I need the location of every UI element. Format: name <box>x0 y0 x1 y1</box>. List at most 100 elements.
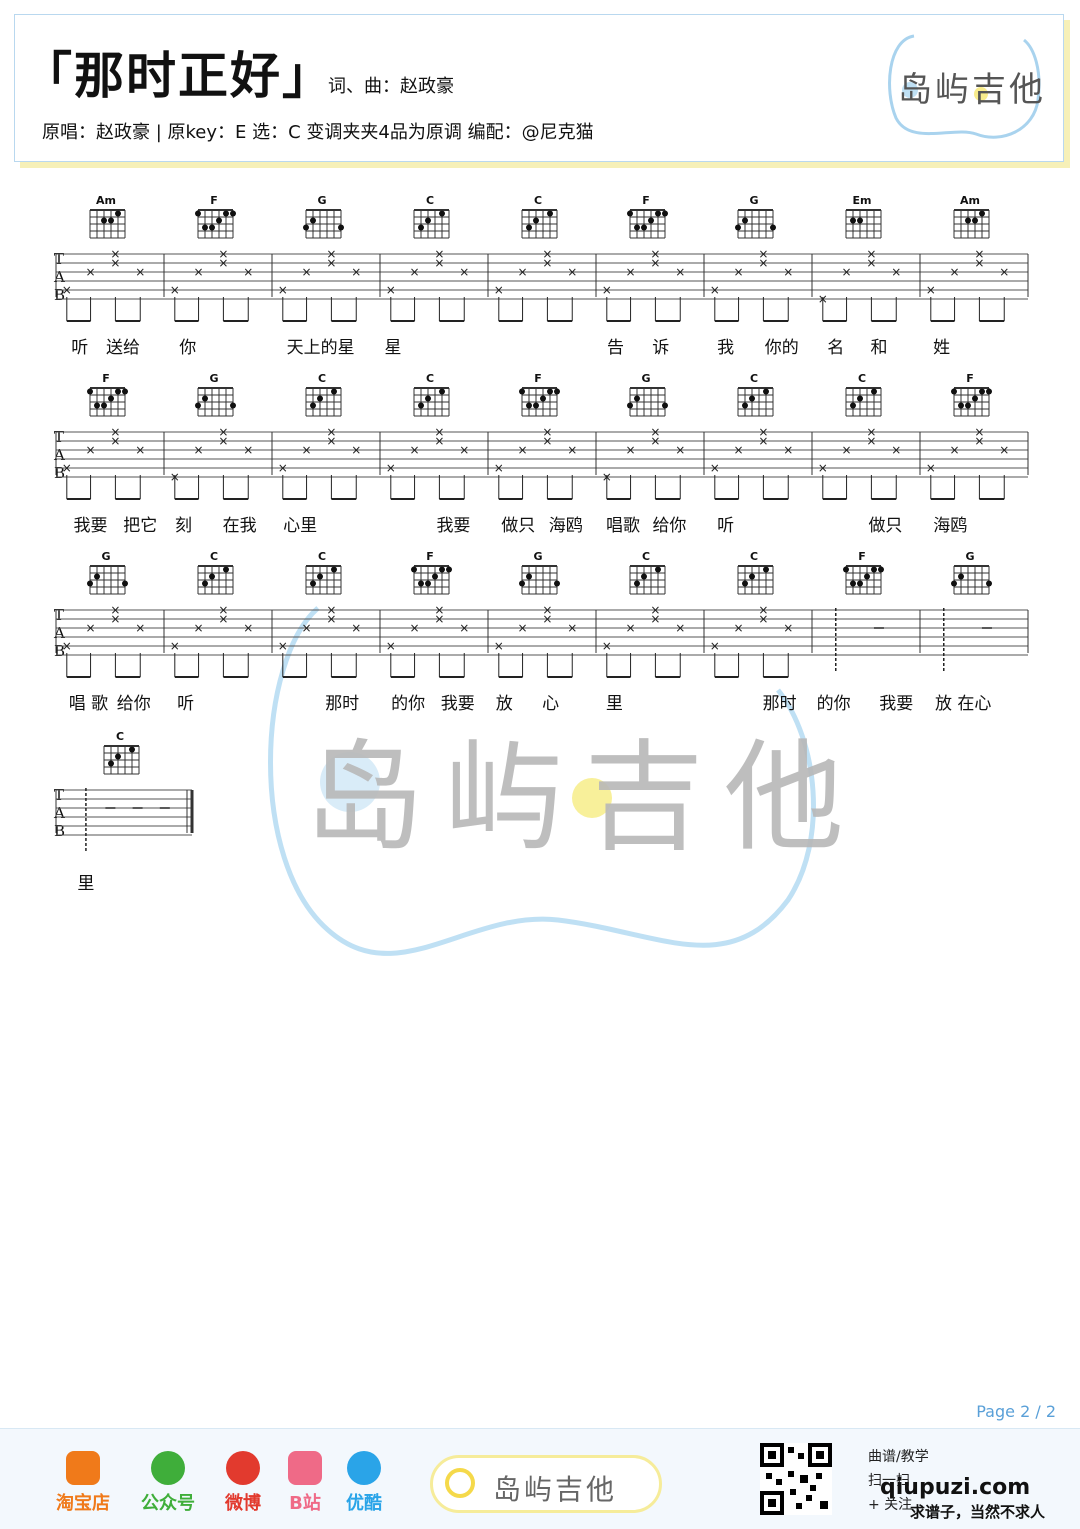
chord-dot <box>742 580 748 587</box>
chord-dot <box>735 224 741 231</box>
lyric: 放 <box>496 694 513 714</box>
tab-note: × <box>926 283 936 297</box>
tab-note: × <box>326 247 336 261</box>
tab-note: × <box>542 256 552 270</box>
chord-dot <box>418 224 424 231</box>
chord-dot <box>554 580 560 587</box>
tab-note: × <box>999 443 1009 457</box>
chord-dot <box>749 395 755 402</box>
page-number: Page 2 / 2 <box>976 1402 1056 1421</box>
chord-name: G <box>749 194 758 207</box>
chord-dot <box>87 580 93 587</box>
tab-note: × <box>62 461 72 475</box>
chord-dot <box>547 210 553 217</box>
chord-dot <box>965 402 971 409</box>
lyric: 唱歌 <box>606 516 640 536</box>
footer-bar: 淘宝店 公众号 微博 B站 优酷 岛屿吉他 曲谱/教学 扫一扫 + 关注 qiu… <box>0 1428 1080 1529</box>
chord-dot <box>979 388 985 395</box>
search-text: 岛屿吉他 <box>493 1473 618 1506</box>
chord-dot <box>972 395 978 402</box>
tab-note: × <box>950 265 960 279</box>
tab-note: × <box>110 603 120 617</box>
chord-dot <box>209 573 215 580</box>
tab-note: × <box>459 621 469 635</box>
chord-dot <box>195 402 201 409</box>
chord-name: F <box>426 550 434 563</box>
tab-note: × <box>567 265 577 279</box>
chord-dot <box>446 566 452 573</box>
chord-dot <box>425 217 431 224</box>
tab-note: × <box>675 621 685 635</box>
tab-note: × <box>110 612 120 626</box>
chord-name: C <box>426 372 434 385</box>
chord-dot <box>101 217 107 224</box>
tab-note: × <box>110 247 120 261</box>
tab-note: × <box>351 443 361 457</box>
footer-youku[interactable]: 优酷 <box>329 1451 399 1515</box>
tab-note: × <box>194 443 204 457</box>
chord-dot <box>223 566 229 573</box>
lyric: 听 <box>717 516 734 536</box>
chord-dot <box>418 580 424 587</box>
footer-bilibili[interactable]: B站 <box>270 1451 340 1515</box>
chord-dot <box>108 760 114 767</box>
chord-dot <box>864 573 870 580</box>
tab-note: × <box>218 425 228 439</box>
tab-note: × <box>434 256 444 270</box>
chord-dot <box>662 210 668 217</box>
lyric: 我 <box>717 338 734 358</box>
chord-dot <box>519 580 525 587</box>
tab-note: × <box>926 461 936 475</box>
chord-dot <box>418 402 424 409</box>
tab-note: × <box>974 434 984 448</box>
chord-name: F <box>966 372 974 385</box>
chord-dot <box>634 224 640 231</box>
tab-note: × <box>866 256 876 270</box>
guitar-tab: TABAm×××××F×××××G×××××C×××××C×××××F×××××… <box>53 194 1029 894</box>
chord-name: G <box>317 194 326 207</box>
tab-note: × <box>302 265 312 279</box>
tab-note: × <box>386 283 396 297</box>
chord-dot <box>526 402 532 409</box>
qr-code-icon[interactable] <box>760 1443 832 1515</box>
chord-dot <box>439 210 445 217</box>
tab-letter: B <box>54 822 65 840</box>
tab-note: × <box>650 425 660 439</box>
lyric: 和 <box>870 338 887 358</box>
chord-name: C <box>210 550 218 563</box>
chord-dot <box>526 224 532 231</box>
site-url[interactable]: qiupuzi.com <box>880 1475 1031 1500</box>
chord-dot <box>338 224 344 231</box>
tab-note: × <box>410 621 420 635</box>
chord-name: Am <box>96 194 116 207</box>
tab-note: × <box>170 639 180 653</box>
chord-dot <box>850 402 856 409</box>
tab-note: × <box>626 443 636 457</box>
tab-note: × <box>218 256 228 270</box>
chord-dot <box>101 402 107 409</box>
chord-name: Em <box>853 194 872 207</box>
tab-note: × <box>326 425 336 439</box>
tab-note: × <box>542 247 552 261</box>
footer-taobao[interactable]: 淘宝店 <box>48 1451 118 1515</box>
tab-note: × <box>278 283 288 297</box>
tab-note: × <box>326 603 336 617</box>
tab-note: × <box>243 621 253 635</box>
footer-wechat[interactable]: 公众号 <box>133 1451 203 1515</box>
tab-note: × <box>818 461 828 475</box>
tab-note: × <box>86 443 96 457</box>
tab-note: × <box>675 443 685 457</box>
chord-dot <box>317 395 323 402</box>
chord-dot <box>202 580 208 587</box>
chord-name: G <box>641 372 650 385</box>
tab-note: × <box>758 247 768 261</box>
lyric: 那时 <box>325 694 359 714</box>
tab-note: × <box>758 434 768 448</box>
tab-note: × <box>110 425 120 439</box>
tab-note: × <box>734 621 744 635</box>
tab-note: × <box>302 621 312 635</box>
footer-weibo[interactable]: 微博 <box>208 1451 278 1515</box>
chord-dot <box>770 224 776 231</box>
search-box[interactable]: 岛屿吉他 <box>430 1455 662 1513</box>
chord-dot <box>533 217 539 224</box>
